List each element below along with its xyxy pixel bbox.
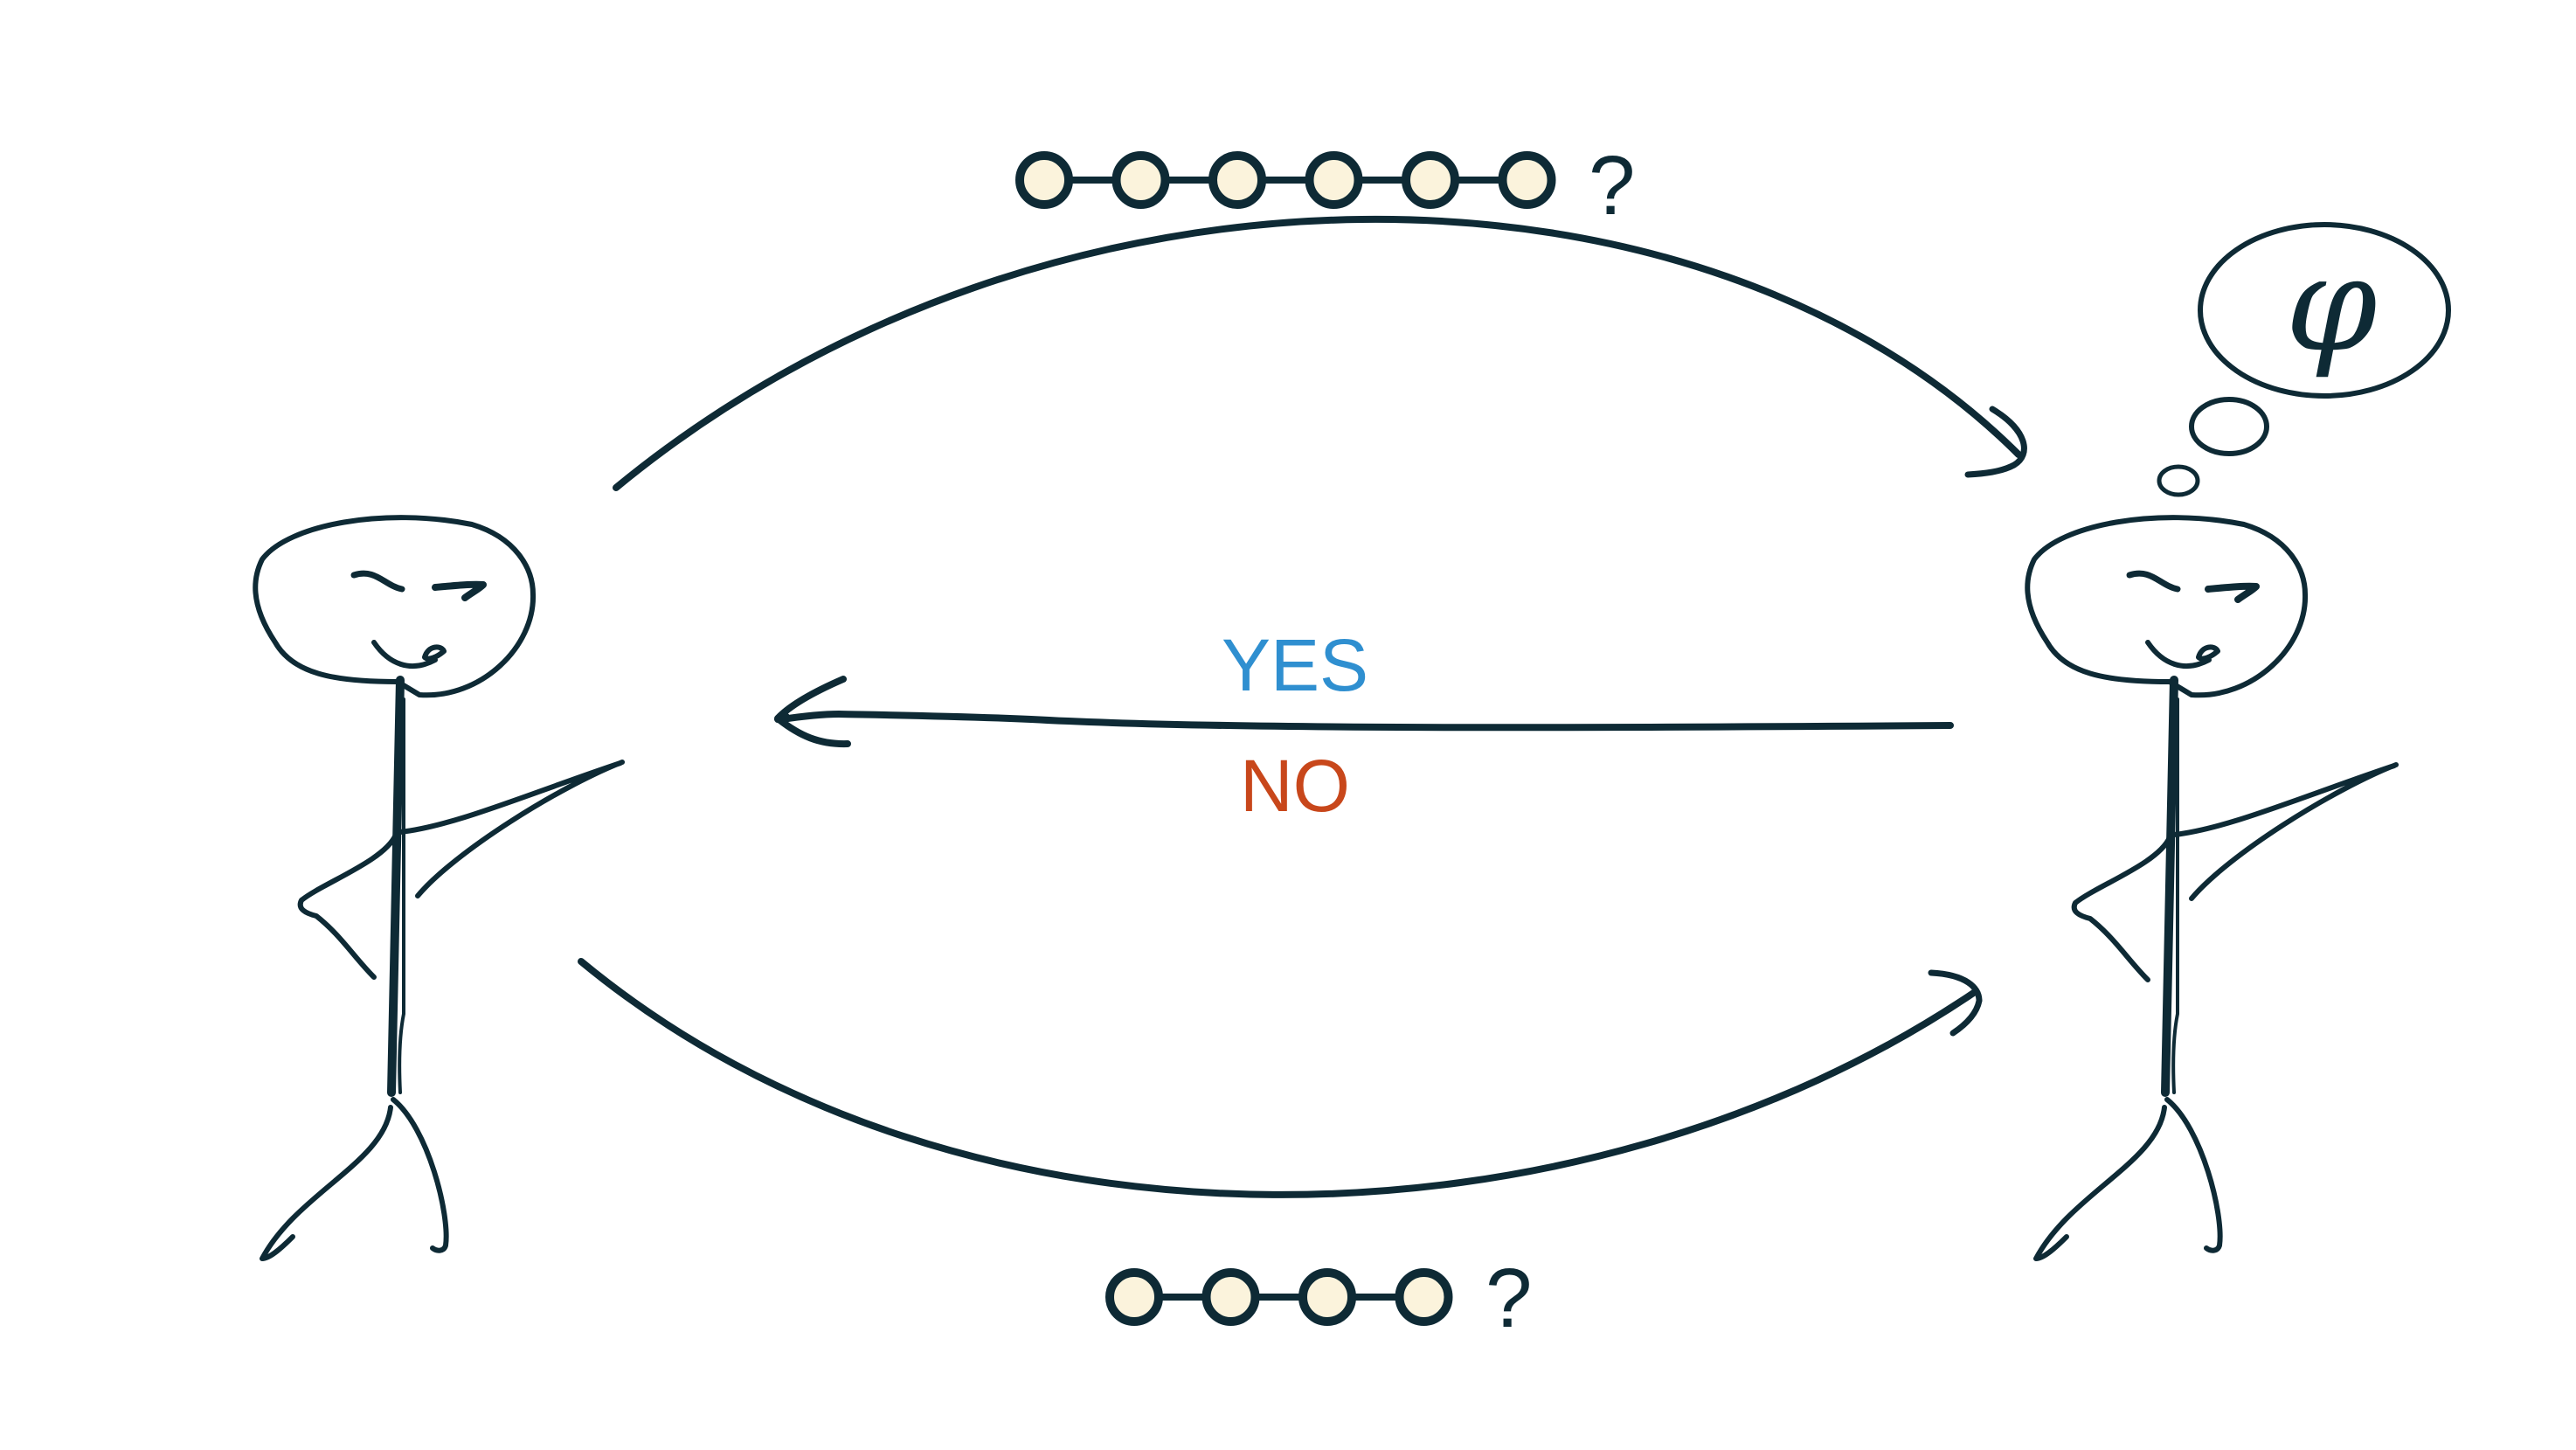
bottom-arrow-head <box>1928 969 1983 1037</box>
top-chain-node <box>1498 151 1556 209</box>
answer-arrow <box>774 676 1954 748</box>
yes-label: YES <box>1222 624 1368 706</box>
left-person-left-eye <box>350 570 405 593</box>
bottom-chain-node <box>1298 1268 1356 1326</box>
bottom-chain-node <box>1395 1268 1453 1326</box>
thought-bubble-large <box>2198 222 2451 399</box>
bottom-question-mark: ? <box>1485 1252 1532 1345</box>
bottom-chain-node <box>1201 1268 1260 1326</box>
top-arrow-head <box>1964 406 2027 478</box>
right-person-left-leg <box>2033 1105 2167 1261</box>
answer-arrow-head <box>774 676 851 748</box>
top-arrow-curve <box>613 216 2022 491</box>
left-person-right-eye <box>432 580 487 601</box>
bottom-arrow-curve <box>578 958 1978 1198</box>
right-person <box>2025 515 2399 1261</box>
left-person <box>253 515 625 1261</box>
left-person-back-arm <box>297 832 398 980</box>
right-person-right-eye <box>2205 582 2260 603</box>
right-person-body-shade <box>2171 697 2179 1094</box>
left-person-left-leg <box>260 1105 393 1261</box>
right-person-body <box>2161 676 2178 1097</box>
top-chain-node <box>1208 151 1266 209</box>
right-person-head <box>2025 515 2309 698</box>
top-chain-node <box>1015 151 1073 209</box>
answer-arrow-line <box>779 711 1954 732</box>
right-person-front-arm <box>2171 762 2399 901</box>
right-person-right-leg <box>2164 1097 2223 1253</box>
bottom-query-arrow <box>578 958 1983 1198</box>
top-chain-node <box>1111 151 1170 209</box>
right-person-mouth <box>2145 640 2220 669</box>
top-question-mark: ? <box>1589 139 1635 232</box>
left-person-body-shade <box>398 697 405 1094</box>
left-person-right-leg <box>391 1097 449 1253</box>
thought-bubble: φ <box>2157 222 2451 497</box>
thought-bubble-small <box>2157 464 2200 497</box>
left-person-mouth <box>371 640 447 669</box>
thought-bubble-medium <box>2189 397 2269 456</box>
left-person-head <box>253 515 537 698</box>
top-chain-node <box>1305 151 1363 209</box>
bottom-node-chain <box>1105 1268 1453 1326</box>
top-node-chain <box>1015 151 1556 209</box>
left-person-body <box>387 676 405 1097</box>
thought-symbol: φ <box>2285 229 2377 381</box>
no-label: NO <box>1240 745 1350 827</box>
right-person-left-eye <box>2126 570 2181 593</box>
top-chain-node <box>1402 151 1459 209</box>
left-person-front-arm <box>398 760 625 898</box>
top-query-arrow <box>613 216 2027 491</box>
bottom-chain-node <box>1105 1268 1163 1326</box>
right-person-back-arm <box>2071 835 2172 982</box>
